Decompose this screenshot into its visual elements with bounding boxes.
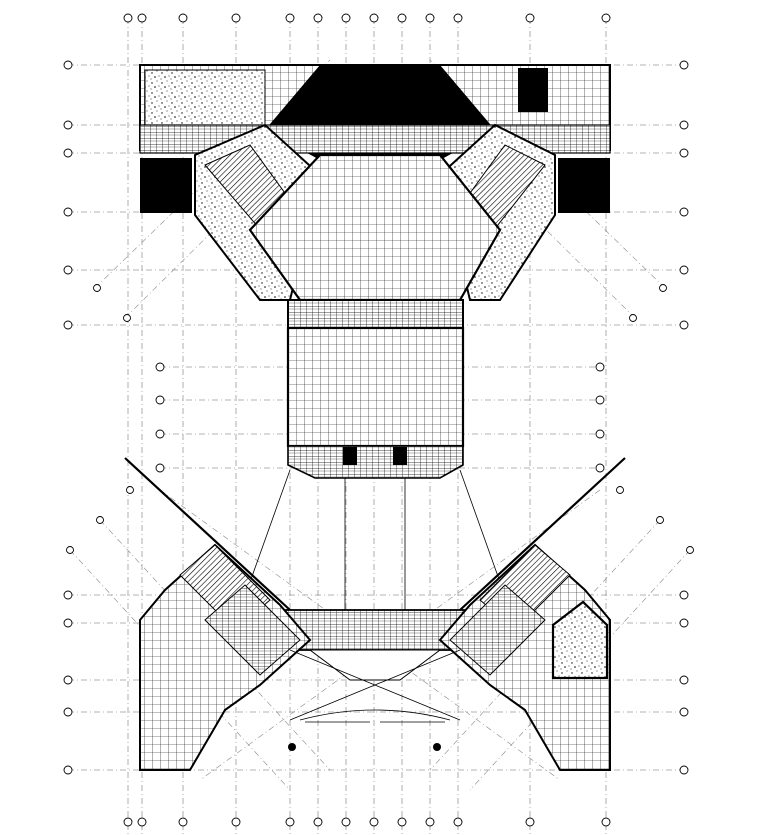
- grid-bubble-top: [341, 13, 351, 23]
- grid-bubble-bottom: [397, 817, 407, 827]
- grid-bubble-bottom: [313, 817, 323, 827]
- grid-bubble-right: [595, 463, 605, 473]
- grid-bubble-bottom: [341, 817, 351, 827]
- grid-bubble-right: [679, 60, 689, 70]
- grid-axis-bubbles: [63, 13, 694, 827]
- grid-bubble-diagonal: [126, 486, 134, 494]
- grid-bubble-bottom: [425, 817, 435, 827]
- grid-bubble-bottom: [231, 817, 241, 827]
- grid-bubble-left: [63, 765, 73, 775]
- grid-bubble-diagonal: [66, 546, 74, 554]
- grid-bubble-left: [63, 618, 73, 628]
- grid-bubble-left: [63, 120, 73, 130]
- grid-bubble-right: [595, 395, 605, 405]
- grid-line-diagonal: [69, 549, 291, 791]
- grid-bubble-diagonal: [96, 516, 104, 524]
- grid-bubble-diagonal: [656, 516, 664, 524]
- grid-bubble-right: [679, 265, 689, 275]
- grid-bubble-bottom: [123, 817, 133, 827]
- grid-bubble-top: [231, 13, 241, 23]
- grid-line-diagonal: [94, 59, 331, 289]
- grid-bubble-diagonal: [123, 314, 131, 322]
- grid-bubble-top: [425, 13, 435, 23]
- grid-line-diagonal: [429, 59, 666, 289]
- grid-bubble-top: [313, 13, 323, 23]
- entrance-column-left: [288, 743, 296, 751]
- grid-bubble-top: [525, 13, 535, 23]
- grid-bubble-top: [453, 13, 463, 23]
- grid-bubble-top: [137, 13, 147, 23]
- grid-bubble-left: [63, 707, 73, 717]
- grid-bubble-left: [63, 60, 73, 70]
- column-left: [343, 447, 357, 465]
- grid-bubble-right: [595, 362, 605, 372]
- grid-bubble-right: [679, 765, 689, 775]
- grid-bubble-left: [63, 320, 73, 330]
- grid-bubble-bottom: [137, 817, 147, 827]
- grid-bubble-bottom: [369, 817, 379, 827]
- grid-bubble-right: [679, 148, 689, 158]
- grid-bubble-right: [679, 618, 689, 628]
- grid-bubble-top: [369, 13, 379, 23]
- grid-bubble-top: [123, 13, 133, 23]
- grid-bubble-top: [178, 13, 188, 23]
- grid-bubble-top: [601, 13, 611, 23]
- grid-bubble-diagonal: [93, 284, 101, 292]
- upper-right-block: [558, 158, 610, 213]
- grid-bubble-left: [63, 590, 73, 600]
- grid-bubble-bottom: [178, 817, 188, 827]
- grid-bubble-left: [155, 395, 165, 405]
- grid-bubble-bottom: [453, 817, 463, 827]
- grid-bubble-diagonal: [629, 314, 637, 322]
- grid-bubble-right: [679, 120, 689, 130]
- upper-left-block: [140, 158, 192, 213]
- grid-bubble-right: [679, 320, 689, 330]
- grid-bubble-top: [285, 13, 295, 23]
- grid-bubble-left: [63, 207, 73, 217]
- grid-bubble-bottom: [285, 817, 295, 827]
- central-hall: [239, 299, 511, 611]
- grid-line-diagonal: [469, 549, 691, 791]
- grid-bubble-left: [155, 362, 165, 372]
- upper-right-core: [518, 68, 548, 112]
- grid-bubble-diagonal: [686, 546, 694, 554]
- grid-bubble-left: [63, 148, 73, 158]
- grid-bubble-left: [155, 429, 165, 439]
- lower-wing: [124, 457, 626, 771]
- grid-bubble-right: [679, 590, 689, 600]
- grid-bubble-left: [63, 675, 73, 685]
- grid-bubble-bottom: [601, 817, 611, 827]
- column-right: [393, 447, 407, 465]
- grid-bubble-top: [397, 13, 407, 23]
- grid-bubble-right: [595, 429, 605, 439]
- grid-bubble-right: [679, 707, 689, 717]
- lower-right-feature-room: [551, 600, 609, 680]
- grid-bubble-right: [679, 675, 689, 685]
- grid-bubble-left: [63, 265, 73, 275]
- grid-bubble-bottom: [525, 817, 535, 827]
- grid-bubble-diagonal: [659, 284, 667, 292]
- entrance-column-right: [433, 743, 441, 751]
- upper-wing: [139, 64, 611, 302]
- grid-bubble-diagonal: [616, 486, 624, 494]
- grid-bubble-right: [679, 207, 689, 217]
- grid-bubble-left: [155, 463, 165, 473]
